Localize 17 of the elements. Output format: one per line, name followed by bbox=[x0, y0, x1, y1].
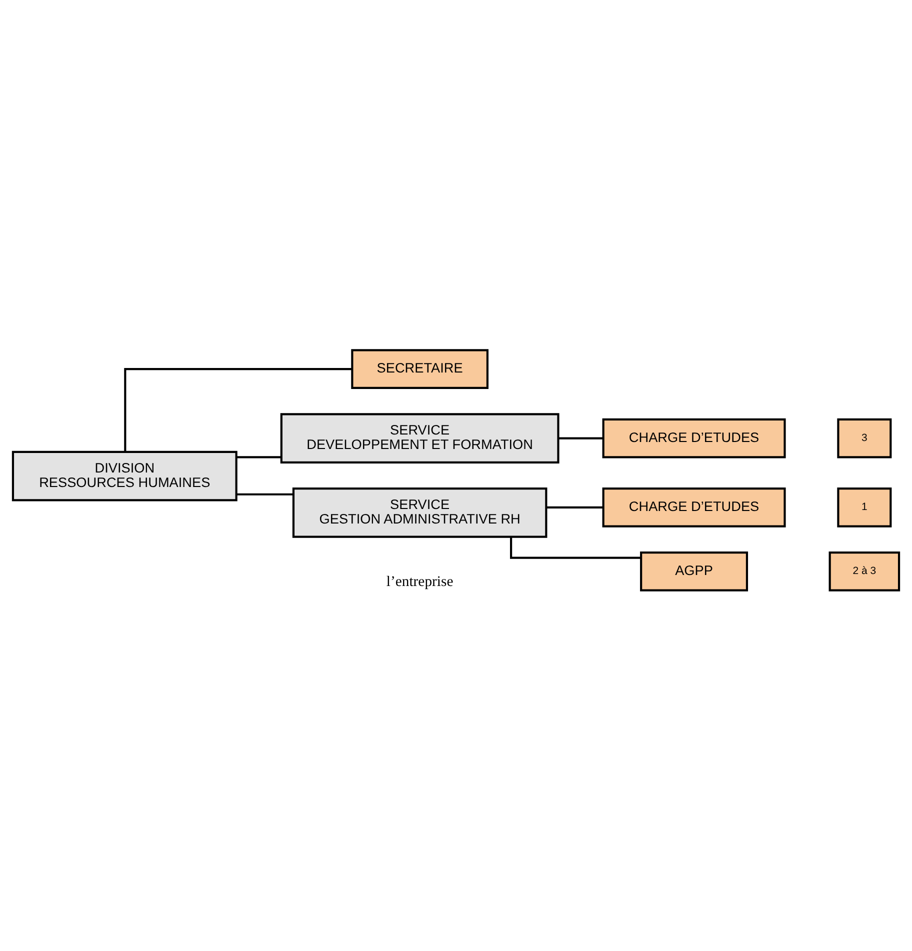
connector bbox=[510, 536, 641, 559]
node-box: 2 à 3 bbox=[828, 552, 900, 592]
connector bbox=[236, 456, 282, 458]
node-box: CHARGE D’ETUDES bbox=[602, 418, 786, 458]
connector bbox=[546, 506, 604, 509]
label: l’entreprise bbox=[386, 574, 454, 590]
node-box: DIVISION RESSOURCES HUMAINES bbox=[12, 450, 238, 502]
node-box: CHARGE D’ETUDES bbox=[602, 488, 786, 528]
connector bbox=[124, 368, 352, 452]
node-box: SERVICE DEVELOPPEMENT ET FORMATION bbox=[280, 413, 560, 464]
connector bbox=[558, 437, 604, 440]
node-box: 3 bbox=[837, 418, 892, 458]
connector bbox=[236, 493, 294, 496]
node-box: SECRETAIRE bbox=[351, 349, 488, 389]
node-box: 1 bbox=[837, 488, 892, 528]
node-box: AGPP bbox=[640, 552, 748, 592]
node-box: SERVICE GESTION ADMINISTRATIVE RH bbox=[292, 488, 548, 538]
